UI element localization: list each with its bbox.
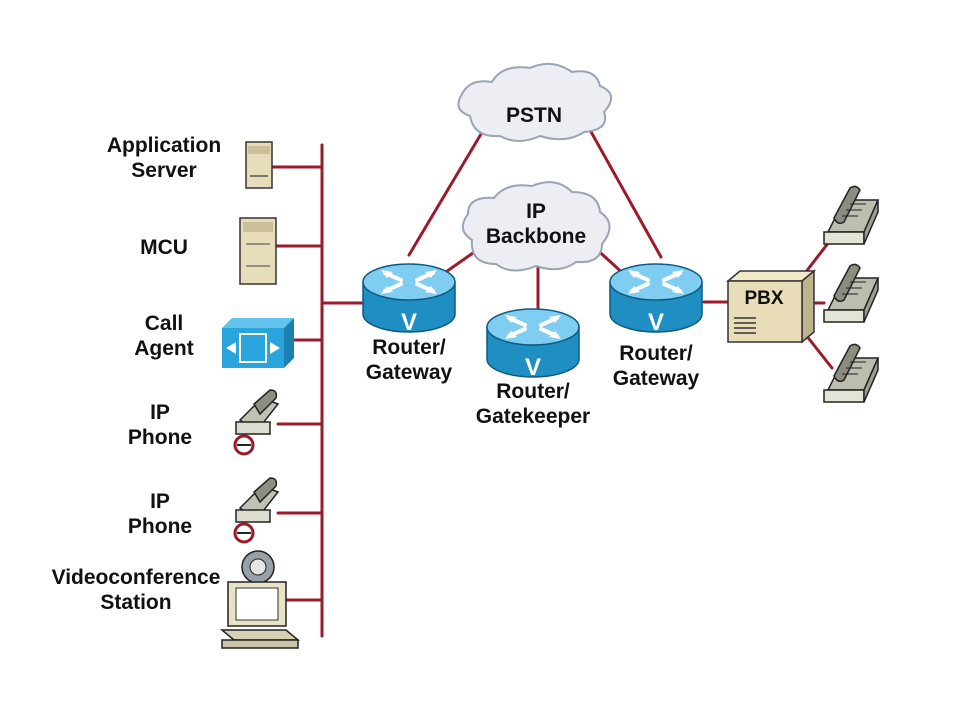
label-pstn: PSTN — [505, 104, 562, 127]
pbx-icon — [725, 269, 817, 344]
label-router-gateway-left: Router/ Gateway — [365, 336, 453, 384]
desk-phone-icon — [823, 343, 879, 403]
label-application-server: Application Server — [106, 134, 222, 182]
label-videoconference-station: Videoconference Station — [51, 566, 221, 614]
label-ip-phone-1: IP Phone — [127, 401, 193, 449]
server-icon — [239, 217, 277, 285]
pstn-cloud — [457, 62, 612, 142]
label-ip-phone-2: IP Phone — [127, 490, 193, 538]
router-glyph: V — [648, 309, 664, 336]
link-router-left-pstn — [407, 132, 483, 257]
label-ip-backbone: IP Backbone — [485, 200, 587, 248]
desk-phone-icon — [823, 263, 879, 323]
router-glyph: V — [525, 354, 541, 381]
label-mcu: MCU — [140, 236, 188, 259]
pbx-label: PBX — [744, 288, 783, 309]
call-agent-icon — [222, 318, 294, 368]
network-links — [270, 128, 834, 638]
ip-phone-icon — [233, 389, 280, 456]
server-icon — [245, 141, 273, 189]
videoconference-icon — [219, 550, 301, 649]
ip-phone-icon — [233, 477, 280, 544]
label-call-agent: Call Agent — [134, 312, 194, 360]
desk-phone-icon — [823, 185, 879, 245]
label-router-gatekeeper: Router/ Gatekeeper — [475, 380, 591, 428]
link-pstn-router-right — [588, 128, 663, 259]
router-glyph: V — [401, 309, 417, 336]
label-router-gateway-right: Router/ Gateway — [612, 342, 700, 390]
ip-backbone-cloud — [461, 181, 611, 272]
